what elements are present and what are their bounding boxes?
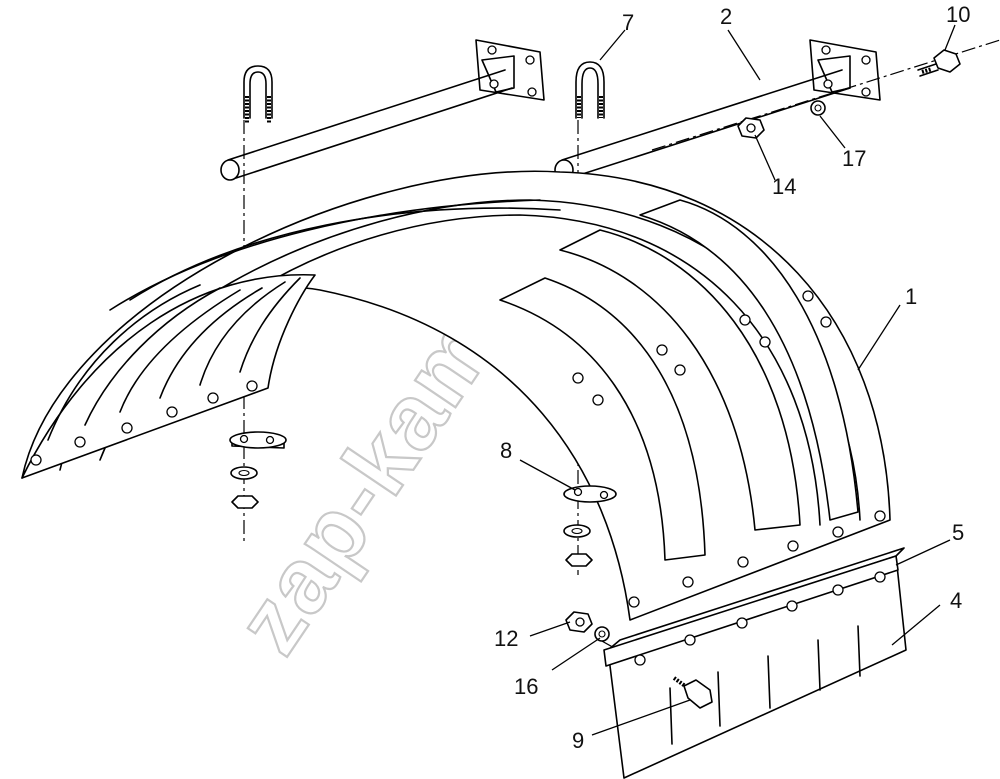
callout-4: 4 — [950, 588, 962, 613]
nut-14 — [737, 117, 765, 139]
clamp-plate-right — [563, 485, 617, 503]
washer-left — [230, 466, 258, 480]
callout-leaders — [519, 24, 956, 736]
clamp-plate-left — [229, 431, 287, 449]
nut-left — [231, 495, 259, 509]
callout-1: 1 — [905, 284, 917, 309]
u-bolt-left — [243, 65, 273, 124]
nut-12 — [565, 611, 593, 633]
callout-17: 17 — [842, 146, 866, 171]
washer-17 — [810, 100, 826, 116]
callout-5: 5 — [952, 520, 964, 545]
callout-12: 12 — [494, 626, 518, 651]
callout-16: 16 — [514, 674, 538, 699]
callout-7: 7 — [622, 10, 634, 35]
mudflap-assembly — [603, 547, 907, 779]
nut-right — [565, 553, 593, 567]
callout-14: 14 — [772, 174, 796, 199]
callout-9: 9 — [572, 728, 584, 753]
left-mounting-bracket — [220, 39, 545, 181]
washer-16 — [594, 626, 610, 642]
callout-8: 8 — [500, 438, 512, 463]
bolt-10 — [917, 49, 961, 77]
fender — [21, 170, 891, 621]
bolt-9 — [672, 676, 713, 709]
u-bolt-right — [575, 61, 605, 119]
callout-10: 10 — [946, 2, 970, 27]
callout-2: 2 — [720, 4, 732, 29]
washer-right — [563, 524, 591, 538]
